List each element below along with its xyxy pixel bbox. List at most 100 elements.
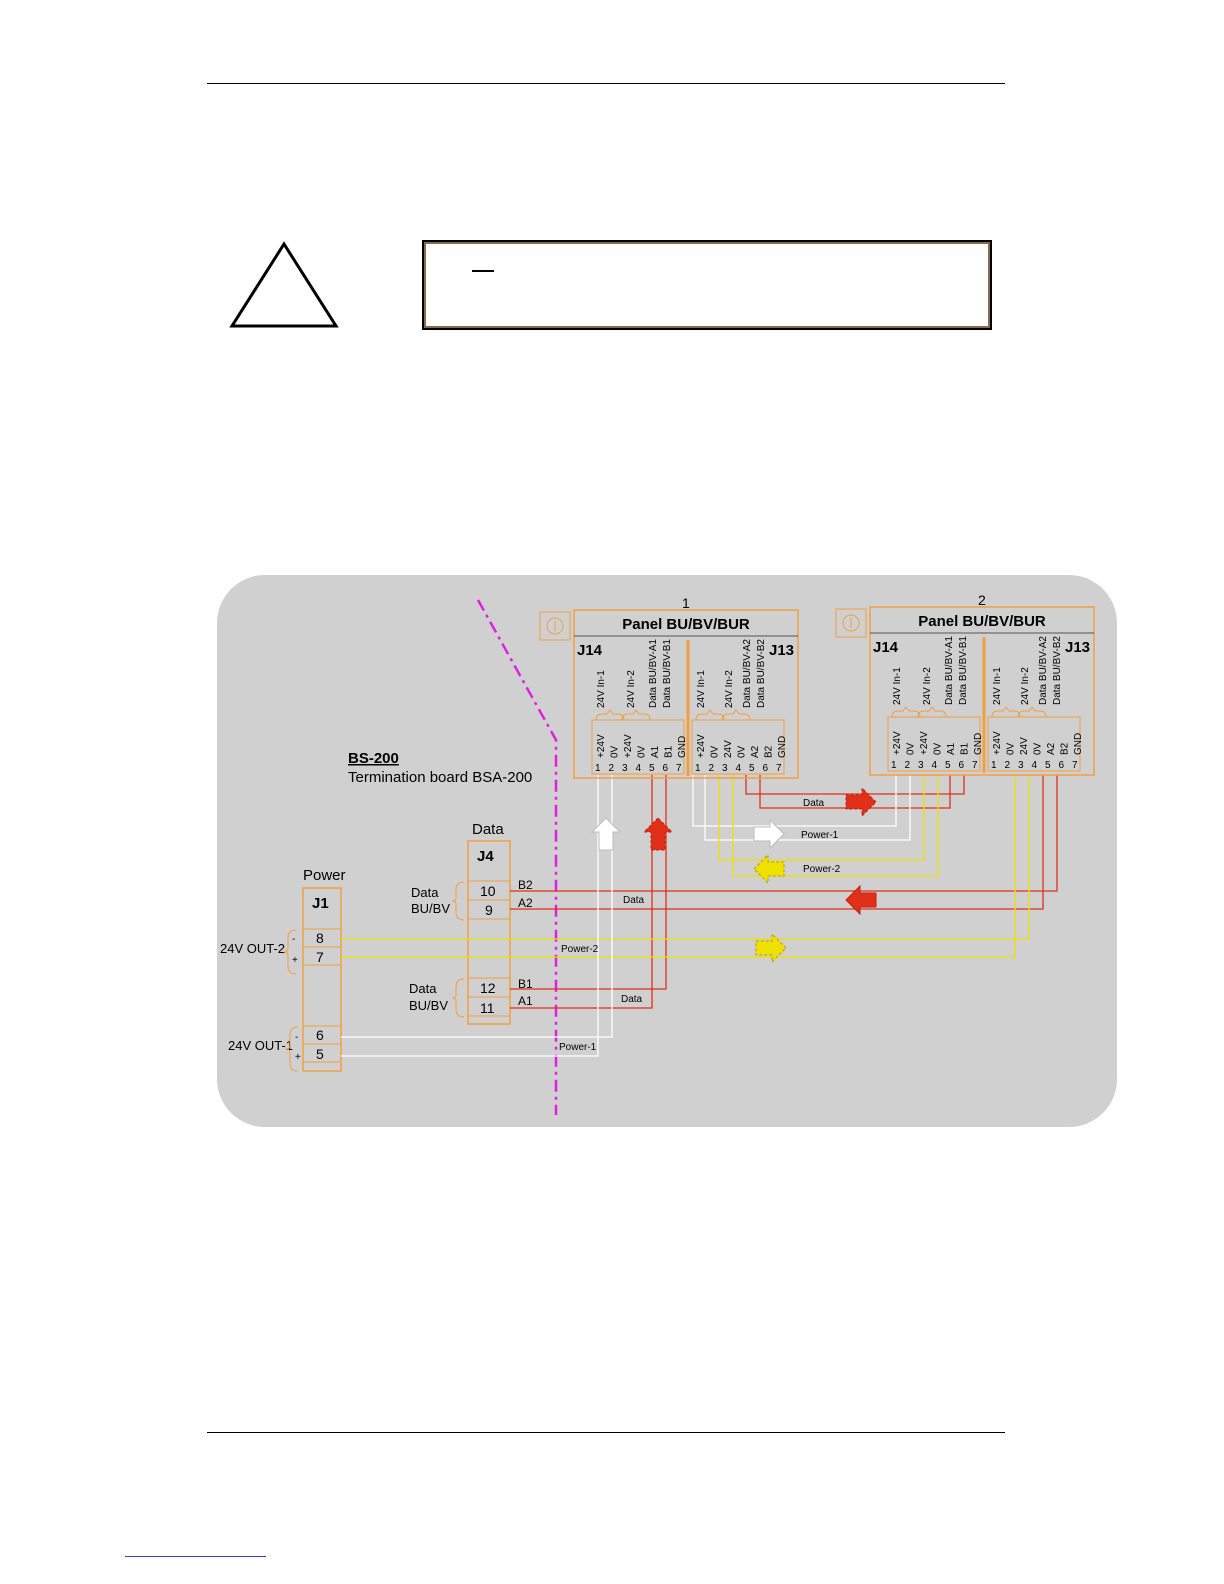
label-bracket: [721, 709, 751, 721]
power-pins: 8 7 6 5: [302, 928, 342, 1063]
wire-data-b2: [510, 775, 1058, 892]
pin-number: 1: [695, 763, 701, 774]
arrow-up-white: [590, 817, 622, 851]
pin-number: 1: [595, 763, 601, 774]
pin-number: 3: [1018, 760, 1024, 771]
pin-name: +24V: [696, 734, 707, 758]
panel-signal-label: Data BU/BV-B1: [958, 636, 969, 705]
polarity: -: [292, 934, 295, 945]
pin-strip-left: [591, 719, 685, 775]
panel-number: 2: [978, 592, 986, 608]
panel-signal-label: Data BU/BV-B2: [756, 639, 767, 708]
wire-data-b1: [510, 775, 667, 990]
panel-right-conn: J13: [769, 642, 794, 659]
pin-number: 2: [905, 760, 911, 771]
panel-signal-label: 24V In-1: [696, 670, 707, 708]
wire-letter: A2: [518, 896, 533, 910]
pin-name: A2: [750, 745, 761, 758]
data-pin: 10: [480, 883, 496, 899]
data-group-label: BU/BV: [411, 901, 450, 916]
panel-frame: [573, 609, 799, 779]
wire-data-link-b: [745, 775, 965, 795]
boundary-sublabel: Termination board BSA-200: [348, 769, 532, 786]
wire-power2-link-a: [732, 775, 939, 877]
pin-name: GND: [677, 736, 688, 758]
wire-power1-link-b: [692, 775, 897, 827]
pin-number: 3: [918, 760, 924, 771]
wire-power1-link-a: [704, 775, 911, 841]
pin-name: B2: [764, 745, 775, 758]
note-underline: [472, 270, 494, 272]
pin-name: 0V: [737, 745, 748, 758]
pin-name: 24V: [723, 740, 734, 758]
pin-number: 1: [991, 760, 997, 771]
pin-name: B1: [664, 745, 675, 758]
pin-name: A1: [946, 742, 957, 755]
footer-link-underline: [125, 1556, 266, 1557]
pin-name: GND: [777, 736, 788, 758]
pin-number: 7: [676, 763, 682, 774]
wire-letter: B2: [518, 878, 533, 892]
arrow-right-white: [753, 818, 785, 850]
pin-number: 6: [663, 763, 669, 774]
data-pin: 11: [480, 1000, 495, 1016]
pin-name: B2: [1060, 742, 1071, 755]
panel-left-conn: J14: [577, 642, 603, 659]
pin-number: 2: [709, 763, 715, 774]
data-connector: [467, 840, 511, 1025]
bracket: [451, 881, 465, 921]
pin-number: 1: [891, 760, 897, 771]
wire-label: Data: [621, 994, 643, 1005]
header-rule: [207, 83, 1005, 84]
label-bracket: [1017, 706, 1047, 718]
panel-left-conn: J14: [873, 639, 899, 656]
pin-number: 6: [959, 760, 965, 771]
power-pin: 8: [316, 930, 324, 946]
power-conn-label: J1: [312, 895, 329, 912]
pin-name: A1: [650, 745, 661, 758]
wire-label: Power-1: [559, 1042, 597, 1053]
pin-strip-right: [987, 716, 1081, 772]
wire-power2-pos: [341, 775, 1016, 958]
panel-signal-label: 24V In-1: [596, 670, 607, 708]
power-pin: 7: [316, 949, 324, 965]
footer-rule: [207, 1432, 1005, 1433]
bracket: [283, 929, 297, 975]
boundary-line: [476, 599, 558, 1115]
pin-number: 3: [722, 763, 728, 774]
pin-number: 7: [972, 760, 978, 771]
pin-name: 0V: [610, 745, 621, 758]
pin-number: 6: [763, 763, 769, 774]
panel-signal-label: Data BU/BV-B2: [1052, 636, 1063, 705]
bracket: [451, 978, 465, 1018]
pin-name: 24V: [1019, 737, 1030, 755]
data-group-label: Data: [409, 981, 437, 996]
wires: [341, 775, 1058, 1057]
panel-right-conn: J13: [1065, 639, 1090, 656]
pin-strip-left: [887, 716, 981, 772]
arrow-right-yellow: [755, 932, 787, 964]
panel-signal-label: 24V In-1: [992, 667, 1003, 705]
boundary-label: BS-200: [348, 750, 399, 767]
power-pin: 6: [316, 1027, 324, 1043]
pin-name: 0V: [906, 742, 917, 755]
panel-power-icon: [835, 608, 867, 638]
pin-name: +24V: [919, 731, 930, 755]
panel-signal-label: 24V In-2: [922, 667, 933, 705]
pin-number: 5: [945, 760, 951, 771]
polarity: +: [292, 955, 298, 966]
polarity: +: [295, 1052, 301, 1063]
data-group-label: Data: [411, 885, 439, 900]
wire-data-a2: [510, 775, 1044, 910]
pin-name: GND: [973, 733, 984, 755]
panel-signal-label: Data BU/BV-A1: [944, 636, 955, 705]
label-bracket: [621, 709, 651, 721]
panel-frame: [869, 606, 1095, 776]
pin-number: 4: [636, 763, 642, 774]
pin-number: 4: [932, 760, 938, 771]
pin-name: 0V: [637, 745, 648, 758]
arrow-left-red: [845, 884, 877, 916]
pin-name: +24V: [596, 734, 607, 758]
